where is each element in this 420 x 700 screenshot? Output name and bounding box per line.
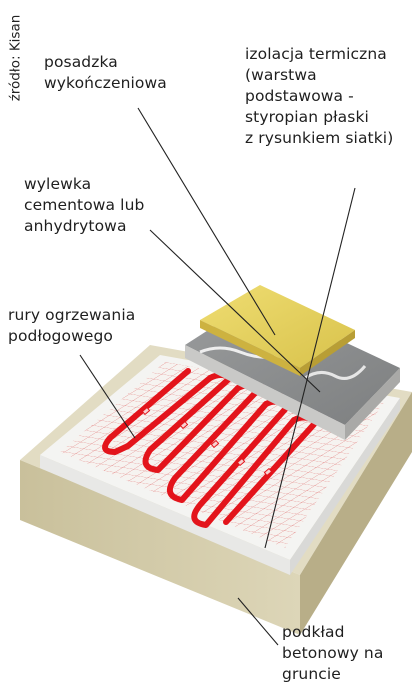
label-finish-flooring: posadzka wykończeniowa [44, 53, 167, 92]
leader-heating-pipes [79, 354, 136, 439]
label-thermal-insulation: izolacja termiczna (warstwa podstawowa -… [245, 45, 394, 147]
label-heating-pipes: rury ogrzewania podłogowego [8, 306, 136, 345]
leader-finish-flooring [137, 107, 276, 336]
label-screed: wylewka cementowa lub anhydrytowa [24, 175, 145, 235]
finish-flooring-layer [200, 285, 355, 376]
leader-screed [149, 229, 321, 393]
leader-lines [79, 107, 356, 646]
pipe-clips [141, 406, 273, 477]
label-concrete-base: podkład betonowy na gruncie [282, 623, 384, 683]
leader-thermal-insulation [264, 187, 356, 549]
leader-concrete-base [237, 597, 279, 646]
